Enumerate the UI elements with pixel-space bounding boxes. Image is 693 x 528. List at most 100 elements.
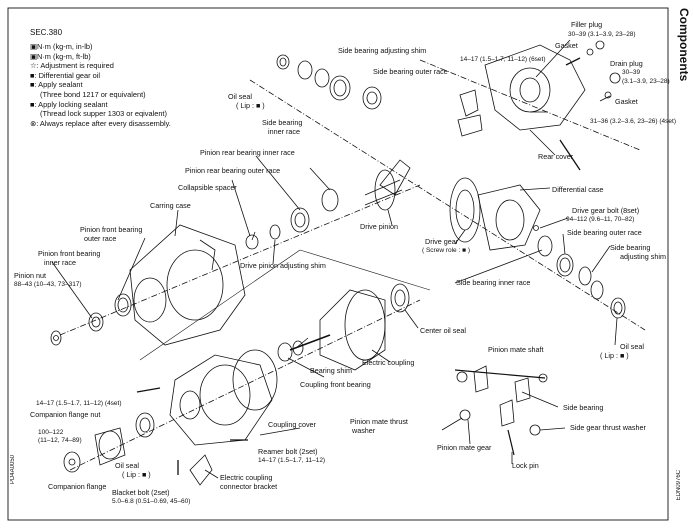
label-collapsible-spacer: Collapsible spacer <box>178 183 237 192</box>
label-drive-gear-bolt: Drive gear bolt (8set) <box>572 206 640 215</box>
rear-cover <box>484 44 586 131</box>
gasket-right <box>604 91 612 99</box>
side-title: Components <box>677 8 691 82</box>
side-bearing-axis <box>249 79 646 331</box>
lock-pin <box>507 429 515 456</box>
label-drain-plug-torque-1: 30–39 <box>622 69 641 76</box>
pinion-mate-gear-2 <box>459 409 471 421</box>
label-coupling-front-bearing: Coupling front bearing <box>300 380 371 389</box>
shim-ring-2 <box>314 68 330 88</box>
label-pinion-rear-outer-race: Pinion rear bearing outer race <box>185 166 281 175</box>
label-oil-seal-top: Oil seal <box>228 92 252 101</box>
diagram-frame <box>7 7 669 521</box>
label-pinion-mate-gear: Pinion mate gear <box>437 443 492 452</box>
label-drive-pinion-adjusting-shim: Drive pinion adjusting shim <box>240 261 326 270</box>
companion-flange-nut <box>63 451 81 473</box>
label-pinion-front-inner-race-1: Pinion front bearing <box>38 249 101 258</box>
pinion-mate-shaft <box>454 369 546 379</box>
side-title-bar: Components <box>675 0 693 528</box>
pinion-front-outer-race <box>114 293 132 317</box>
pinion-front-inner-race <box>88 312 104 332</box>
label-filler-plug-torque: 30–39 (3.1–3.9, 23–28) <box>568 31 636 38</box>
right-figure-code: EDN0976C <box>676 470 682 501</box>
bolt-4set <box>136 387 161 393</box>
companion-flange <box>94 427 126 466</box>
label-bolt-6set-torque: 14–17 (1.5–1.7, 11–12) (6set) <box>460 56 546 63</box>
side-gear <box>514 377 531 403</box>
label-coupling-cover: Coupling cover <box>268 420 316 429</box>
label-reamer-bolt-torque: 14–17 (1.5–1.7, 11–12) <box>258 457 326 464</box>
label-side-bearing-adjusting-shim-right-1: Side bearing <box>610 243 651 252</box>
label-flange-nut-torque-2: (11–12, 74–89) <box>38 437 82 444</box>
label-screw-role: ( Screw role : ■ ) <box>422 247 470 254</box>
label-filler-plug: Filler plug <box>571 20 603 29</box>
legend: ▣N·m (kg-m, in-lb) ▣N·m (kg-m, ft-lb) ☆:… <box>30 42 171 128</box>
legend-item-locking-sealant: ■: Apply locking sealant <box>30 99 108 109</box>
oil-seal-right <box>610 297 626 319</box>
label-drain-plug: Drain plug <box>610 59 643 68</box>
pinion-rear-inner-race <box>321 188 339 212</box>
label-carring-case: Carring case <box>150 201 191 210</box>
legend-item-gear-oil: ■: Differential gear oil <box>30 70 101 80</box>
gasket-plate <box>232 349 278 411</box>
outer-race-top <box>329 75 351 101</box>
adj-shim-right-2 <box>590 280 604 300</box>
section-code: SEC.380 <box>30 28 63 37</box>
label-side-bearing-inner-race-top: Side bearing <box>262 118 303 127</box>
label-side-bearing-adjusting-shim-right-2: adjusting shim <box>620 252 666 261</box>
drive-gear <box>449 177 481 243</box>
label-pinion-nut: Pinion nut <box>14 271 46 280</box>
inner-race-top <box>362 86 382 110</box>
label-side-gear-thrust-washer: Side gear thrust washer <box>570 423 646 432</box>
label-rear-cover: Rear cover <box>538 152 574 161</box>
pinion-nut <box>50 330 62 346</box>
label-companion-flange: Companion flange <box>48 482 107 491</box>
electric-coupling <box>319 289 386 371</box>
label-lip-right: ( Lip : ■ ) <box>600 351 629 360</box>
pinion-rear-outer-race <box>290 207 310 233</box>
label-companion-flange-nut: Companion flange nut <box>30 410 101 419</box>
label-bolt-4set-torque: 14–17 (1.5–1.7, 11–12) (4set) <box>36 400 122 407</box>
label-lip-top: ( Lip : ■ ) <box>236 101 265 110</box>
shim-ring-1 <box>297 60 313 80</box>
label-side-bearing-outer-race-right: Side bearing outer race <box>567 228 642 237</box>
label-pinion-nut-torque: 88–43 (10–43, 73–317) <box>14 281 82 288</box>
legend-item-nm-in-lb: ▣N·m (kg-m, in-lb) <box>30 42 93 51</box>
legend-item-locking-note: (Thread lock supper 1303 or eqivalent) <box>40 109 167 119</box>
left-figure-code: PD4A0050 <box>10 455 16 485</box>
thrust-washer-left <box>456 371 468 383</box>
oil-seal-bottom <box>135 412 155 438</box>
label-bracket-bolt: Blacket bolt (2set) <box>112 488 170 497</box>
legend-item-sealant: ■: Apply sealant <box>30 80 83 90</box>
label-pinion-mate-thrust-washer-1: Pinion mate thrust <box>350 417 408 426</box>
label-flange-nut-torque-1: 100–122 <box>38 429 64 436</box>
label-oil-seal-right: Oil seal <box>620 342 644 351</box>
side-gear-thrust-washer <box>529 424 541 436</box>
label-side-bearing-inner-race-top-2: inner race <box>268 127 300 136</box>
coupling-cover <box>169 354 273 446</box>
label-bracket-bolt-torque: 5.0–6.8 (0.51–0.69, 45–60) <box>112 498 191 505</box>
drain-plug <box>609 72 621 84</box>
label-drive-gear: Drive gear <box>425 237 459 246</box>
legend-item-adjustment: ☆: Adjustment is required <box>30 61 114 71</box>
label-side-bearing-inner-race-right: Side bearing inner race <box>456 278 531 287</box>
label-pinion-front-outer-race-2: outer race <box>84 234 117 243</box>
drive-gear-bolt <box>533 225 539 231</box>
legend-item-replace: ⊗: Always replace after every disassembl… <box>30 118 171 128</box>
gasket-left <box>459 89 479 117</box>
label-side-bearing: Side bearing <box>563 403 604 412</box>
legend-item-sealant-note: (Three bond 1217 or equivalent) <box>40 89 146 99</box>
label-electric-coupling-bracket-2: connector bracket <box>220 482 278 491</box>
drive-pinion-adjusting-shim <box>269 224 281 240</box>
label-lock-pin: Lock pin <box>512 461 539 470</box>
pinion-axis <box>59 184 421 336</box>
filler-plug <box>595 40 605 50</box>
label-pinion-front-outer-race-1: Pinion front bearing <box>80 225 143 234</box>
label-side-bearing-outer-race-top: Side bearing outer race <box>373 67 448 76</box>
cover-axis <box>419 59 641 151</box>
side-bearing-outer-right <box>556 253 574 277</box>
differential-case <box>477 184 541 251</box>
carrier-case <box>129 224 246 346</box>
